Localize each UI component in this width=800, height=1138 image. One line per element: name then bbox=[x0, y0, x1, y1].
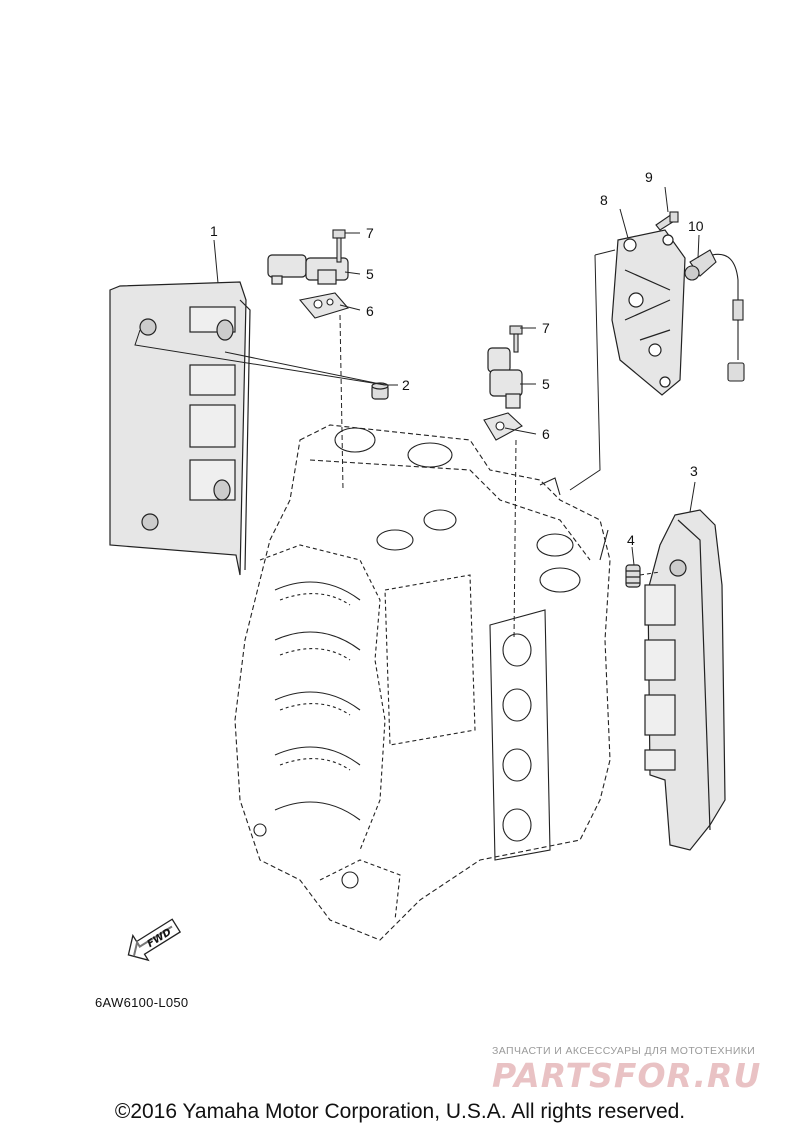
part-3-cylinder-head-cover-right bbox=[644, 509, 726, 851]
callout-5-left: 5 bbox=[366, 266, 374, 282]
part-7-bolt-right bbox=[509, 325, 523, 353]
engine-block bbox=[234, 424, 611, 941]
part-9-bolt bbox=[655, 211, 679, 231]
watermark-logo: PARTSFOR.RU bbox=[492, 1056, 762, 1095]
part-5-oil-control-valve-right bbox=[487, 347, 523, 409]
callout-6-right: 6 bbox=[542, 426, 550, 442]
part-1-cylinder-head-cover-left bbox=[109, 281, 251, 576]
watermark-tagline: ЗАПЧАСТИ И АКСЕССУАРЫ ДЛЯ МОТОТЕХНИКИ bbox=[492, 1045, 756, 1057]
callout-10: 10 bbox=[688, 218, 704, 234]
callout-7-left: 7 bbox=[366, 225, 374, 241]
callout-7-right: 7 bbox=[542, 320, 550, 336]
part-10-sensor bbox=[684, 249, 745, 382]
fwd-arrow-icon: FWD bbox=[127, 918, 182, 962]
callout-1: 1 bbox=[210, 223, 218, 239]
callout-4: 4 bbox=[627, 532, 635, 548]
diagram-code: 6AW6100-L050 bbox=[95, 995, 189, 1010]
callout-5-right: 5 bbox=[542, 376, 550, 392]
callout-6-left: 6 bbox=[366, 303, 374, 319]
callout-8: 8 bbox=[600, 192, 608, 208]
callout-2: 2 bbox=[402, 377, 410, 393]
part-4-grommet bbox=[625, 564, 641, 588]
part-6-gasket-left bbox=[298, 292, 349, 319]
callout-9: 9 bbox=[645, 169, 653, 185]
callout-labels: 1 2 3 4 5 6 7 5 6 7 8 9 10 bbox=[210, 169, 704, 548]
callout-3: 3 bbox=[690, 463, 698, 479]
leader-lines bbox=[134, 186, 700, 641]
part-7-bolt-left bbox=[332, 229, 346, 263]
part-5-oil-control-valve-left bbox=[267, 254, 349, 285]
part-6-gasket-right bbox=[483, 412, 523, 441]
copyright-notice: ©2016 Yamaha Motor Corporation, U.S.A. A… bbox=[114, 1100, 686, 1123]
part-8-bracket bbox=[611, 229, 686, 396]
